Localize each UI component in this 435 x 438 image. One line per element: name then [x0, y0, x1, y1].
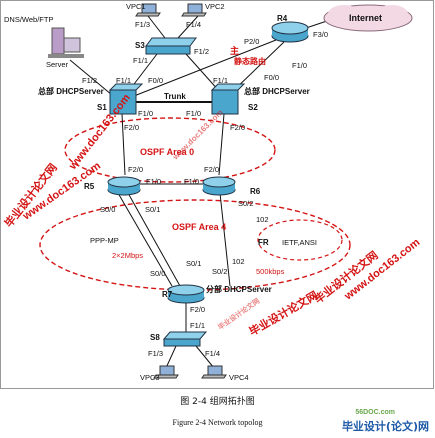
- port-s2-f10: F1/0: [186, 109, 201, 118]
- vpc1-laptop-icon: [135, 3, 161, 17]
- vpc2-laptop-icon: [181, 3, 207, 17]
- port-r5-s00: S0/0: [100, 205, 115, 214]
- fr-label: FR: [258, 238, 269, 247]
- port-s3-f14: F1/4: [186, 20, 201, 29]
- link-r6-r7: [219, 192, 231, 287]
- r5-router-icon: [107, 176, 141, 196]
- vpc3-laptop-icon: [153, 365, 179, 379]
- link-r4-s1: [133, 39, 277, 97]
- link-vpc1-s3: [147, 15, 166, 39]
- diagram-frame: [0, 0, 434, 389]
- trunk-label: Trunk: [164, 92, 186, 101]
- port-r6-s02: S0/2: [238, 199, 253, 208]
- s2-label: S2: [248, 103, 258, 112]
- s1-dhcp-label: 总部 DHCPServer: [38, 86, 104, 96]
- s2-dhcp-label: 总部 DHCPServer: [244, 86, 310, 96]
- port-s1-f00: F0/0: [148, 76, 163, 85]
- ospf-area0-boundary: [64, 117, 276, 183]
- static-route-label: 静态路由: [234, 56, 266, 66]
- ppp-bandwidth-label: 2×2Mbps: [112, 251, 143, 260]
- port-s8-f11: F1/1: [190, 321, 205, 330]
- internet-cloud-icon: [323, 4, 413, 32]
- port-r6-dlci: 102: [256, 215, 269, 224]
- r7-router-icon: [167, 284, 205, 304]
- port-r6-f10: F1/0: [184, 177, 199, 186]
- link-vpc2-s3: [177, 15, 199, 39]
- port-s3-f11: F1/1: [133, 56, 148, 65]
- port-s2-f20: F2/0: [230, 123, 245, 132]
- footer-site-logo: 56DOC.com: [355, 409, 395, 416]
- footer-brand-logo: 毕业设计(论文)网: [341, 420, 429, 433]
- s3-label: S3: [135, 41, 145, 50]
- network-topology-diagram: Internet DNS/Web/FTP Server VPC1 VPC2 S3…: [0, 0, 434, 389]
- port-r5-s01: S0/1: [145, 205, 160, 214]
- port-r7-s01: S0/1: [186, 259, 201, 268]
- vpc1-label: VPC1: [126, 2, 146, 11]
- port-r7-dlci: 102: [232, 257, 245, 266]
- link-s3-s2: [185, 53, 221, 93]
- server-label: Server: [46, 60, 69, 69]
- vpc4-laptop-icon: [201, 365, 227, 379]
- s1-multilayer-switch-icon: [108, 83, 144, 115]
- port-s8-f13: F1/3: [148, 349, 163, 358]
- r7-label: R7: [162, 290, 173, 299]
- figure-caption-cn: 图 2-4 组网拓扑图: [180, 397, 255, 407]
- r4-label: R4: [277, 14, 288, 23]
- port-r4-f30: F3/0: [313, 30, 328, 39]
- s2-multilayer-switch-icon: [210, 83, 246, 115]
- link-s1-r5: [121, 113, 126, 176]
- watermark-red-mark: 主: [230, 45, 239, 56]
- r6-router-icon: [202, 176, 236, 196]
- server-role-label: DNS/Web/FTP: [4, 15, 53, 24]
- port-r4-p20: P2/0: [244, 37, 259, 46]
- s3-switch-icon: [145, 37, 197, 55]
- server-icon: [48, 27, 84, 58]
- vpc4-label: VPC4: [229, 373, 249, 382]
- link-s8-vpc3: [165, 345, 177, 369]
- port-r5-f20: F2/0: [128, 165, 143, 174]
- s1-label: S1: [97, 103, 107, 112]
- port-r6-f20: F2/0: [204, 165, 219, 174]
- links: [69, 15, 331, 369]
- r4-router-icon: [271, 21, 309, 43]
- port-s1-f20: F2/0: [124, 123, 139, 132]
- port-s8-f14: F1/4: [205, 349, 220, 358]
- link-s2-r6: [218, 113, 225, 176]
- s8-label: S8: [150, 333, 160, 342]
- port-s1-f11: F1/1: [116, 76, 131, 85]
- port-r7-s02: S0/2: [212, 267, 227, 276]
- link-r5-r7-ppp-b: [127, 192, 181, 287]
- link-s8-vpc4: [195, 345, 215, 369]
- fr-standard-label: IETF,ANSI: [282, 238, 317, 247]
- r7-dhcp-label: 分部 DHCPServer: [206, 284, 272, 294]
- port-r7-s00: S0/0: [150, 269, 165, 278]
- fr-cloud-boundary: [257, 219, 343, 261]
- port-r4-f10: F1/0: [292, 61, 307, 70]
- port-s2-f11: F1/1: [213, 76, 228, 85]
- port-s1-f10: F1/0: [138, 109, 153, 118]
- ospf-area4-label: OSPF Area 4: [172, 222, 226, 232]
- port-s1-f12: F1/2: [82, 76, 97, 85]
- r6-label: R6: [250, 187, 261, 196]
- s8-switch-icon: [162, 331, 208, 347]
- port-r5-f10: F1/0: [146, 177, 161, 186]
- vpc3-label: VPC3: [140, 373, 160, 382]
- vpc2-label: VPC2: [205, 2, 225, 11]
- ospf-area0-label: OSPF Area 0: [140, 147, 194, 157]
- port-r4-f00: F0/0: [264, 73, 279, 82]
- figure-caption-en: Figure 2-4 Network topolog: [172, 418, 263, 427]
- fr-bandwidth-label: 500kbps: [256, 267, 285, 276]
- internet-label: Internet: [349, 13, 382, 23]
- port-s3-f12: F1/2: [194, 47, 209, 56]
- link-r5-r7-ppp-a: [117, 192, 173, 287]
- port-s3-f13: F1/3: [135, 20, 150, 29]
- ppp-mp-label: PPP-MP: [90, 236, 119, 245]
- watermark-cn-3: 毕业设计论文网: [247, 288, 321, 339]
- r5-label: R5: [84, 182, 95, 191]
- port-r7-f20: F2/0: [190, 305, 205, 314]
